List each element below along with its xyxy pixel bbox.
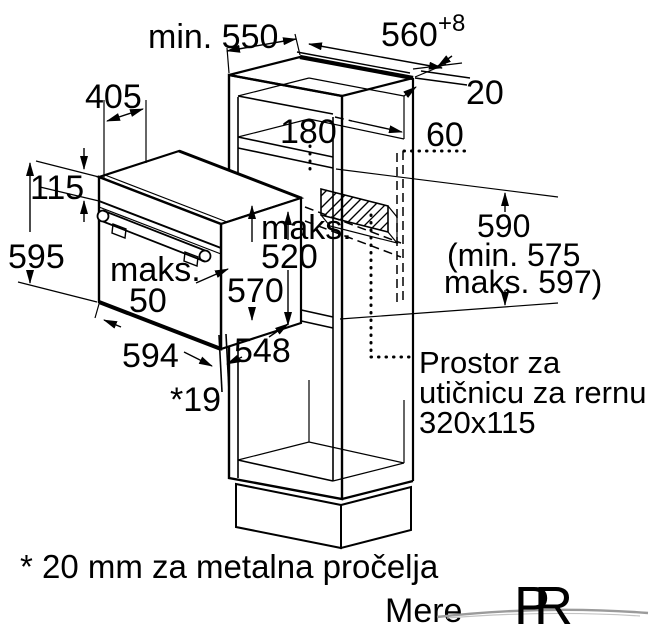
- label-590: 590: [477, 208, 530, 244]
- socket-leader-arrow: [351, 120, 403, 134]
- label-548: 548: [234, 332, 291, 370]
- socket-label-line3: 320x115: [419, 405, 536, 440]
- wall-gap-lines: [403, 55, 471, 98]
- logo-letters: PR: [514, 576, 571, 636]
- socket-label-line2: utičnicu za rernu: [419, 375, 646, 410]
- label-maks-word: maks.: [261, 209, 352, 247]
- label-60: 60: [426, 116, 464, 154]
- label-180: 180: [280, 113, 337, 151]
- hatch-lines: [320, 189, 389, 231]
- logo-swoosh: [436, 608, 649, 619]
- oven-handle: [96, 209, 212, 267]
- label-560-tolerance: +8: [438, 10, 465, 37]
- oven-drawing: [95, 149, 305, 351]
- label-520: 520: [261, 238, 318, 276]
- label-min-550: min. 550: [148, 18, 278, 56]
- label-115: 115: [30, 169, 84, 207]
- footnote-metal-fronts: * 20 mm za metalna pročelja: [20, 548, 439, 585]
- label-595: 595: [8, 238, 65, 276]
- dotted-reference-lines: [308, 144, 473, 359]
- label-19: *19: [170, 381, 221, 419]
- watermark-logo: PR: [436, 576, 649, 636]
- socket-space-hatched-area: [320, 187, 399, 245]
- caption-mere: Mere: [385, 592, 462, 630]
- dimension-labels: min. 550 560 +8 20 60 405 115 595 180 ma…: [8, 10, 602, 419]
- label-405: 405: [85, 78, 142, 116]
- label-560: 560: [381, 16, 438, 54]
- label-20: 20: [466, 74, 504, 112]
- label-maks50-word: maks.: [110, 251, 201, 289]
- dimension-lines: [17, 33, 559, 367]
- label-594: 594: [122, 337, 179, 375]
- label-50: 50: [129, 282, 167, 320]
- label-570: 570: [227, 272, 284, 310]
- label-590-min: (min. 575: [447, 237, 580, 273]
- label-590-max: maks. 597): [444, 264, 602, 300]
- socket-space-label: Prostor za utičnicu za rernu 320x115: [419, 345, 646, 440]
- logo-swoosh-2: [446, 612, 641, 619]
- socket-label-line1: Prostor za: [419, 345, 561, 380]
- oven-door-bottom-edge: [98, 300, 222, 351]
- control-panel-edge: [98, 200, 222, 249]
